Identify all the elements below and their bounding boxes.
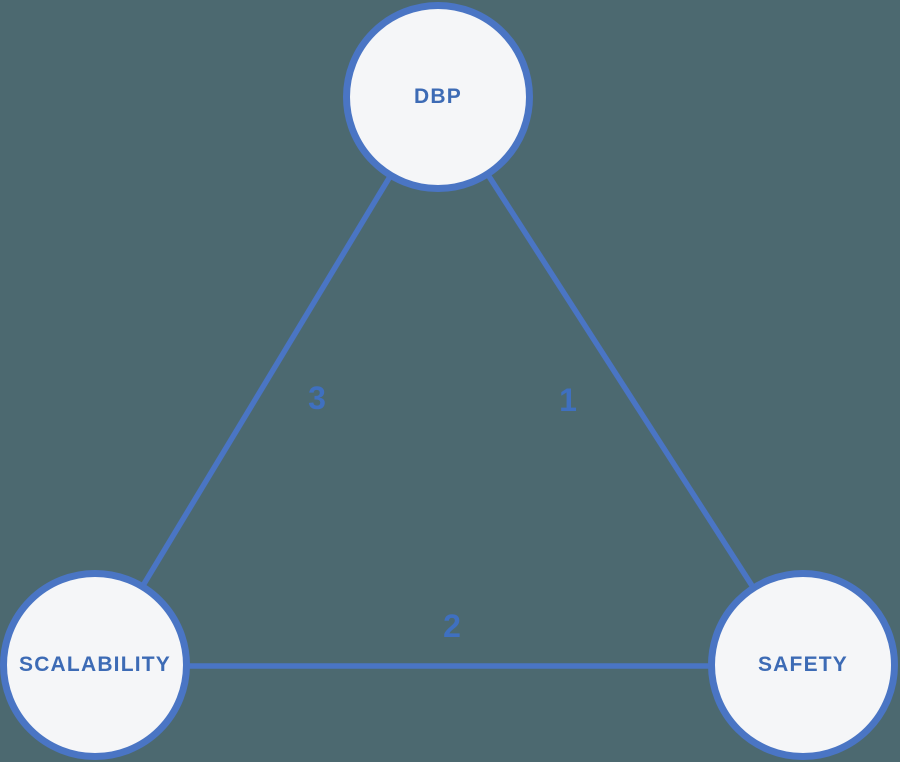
edge-dbp-scalability [92, 95, 441, 667]
node-dbp: DBP [343, 2, 533, 192]
edge-label-scalability-safety: 2 [443, 608, 461, 644]
edge-label-dbp-scalability: 3 [308, 380, 326, 416]
edge-label-dbp-safety: 1 [559, 382, 577, 418]
node-scalability: SCALABILITY [0, 570, 190, 760]
node-safety-label: SAFETY [757, 653, 849, 676]
node-scalability-label: SCALABILITY [18, 653, 172, 676]
node-dbp-label: DBP [414, 85, 462, 108]
node-safety: SAFETY [708, 570, 898, 760]
edge-dbp-safety [435, 95, 806, 667]
